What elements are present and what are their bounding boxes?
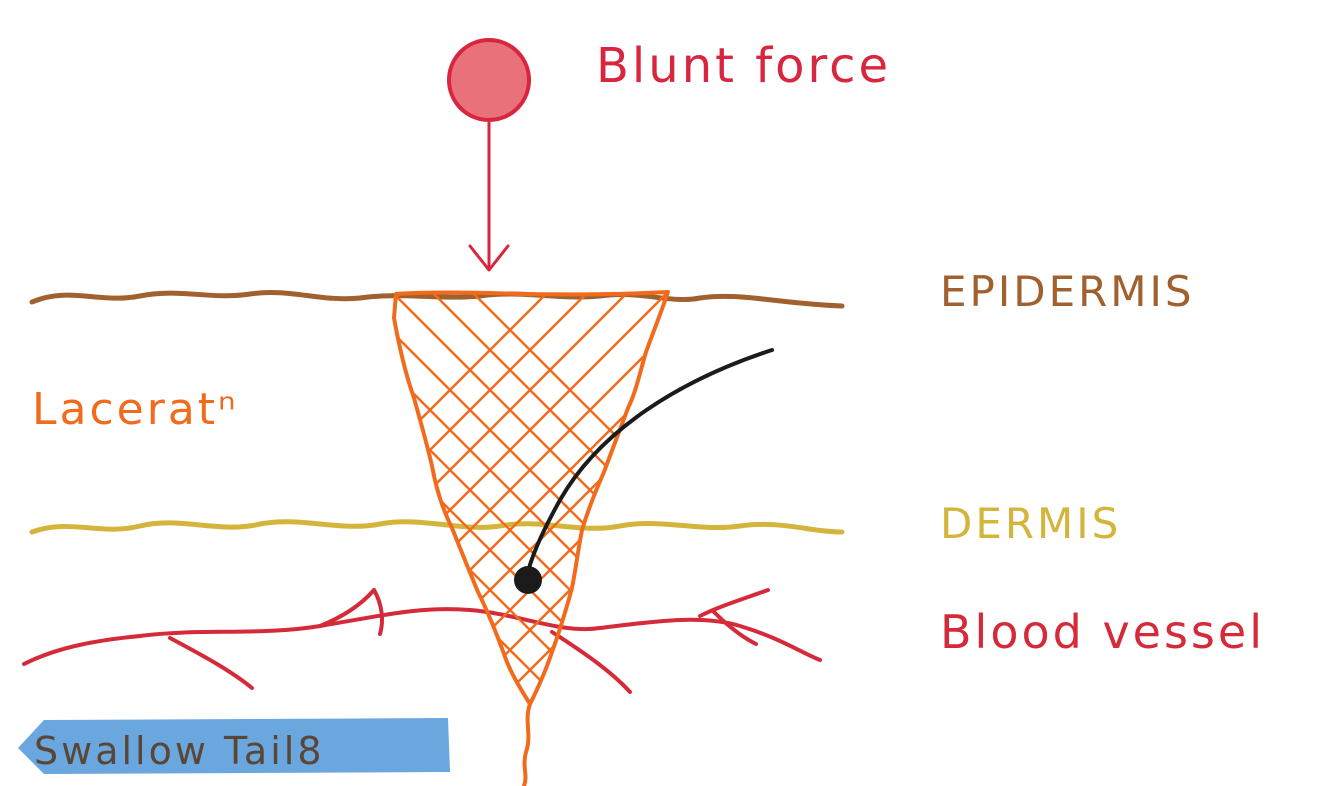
pointer-dot [514, 566, 542, 594]
blood-vessel-network [24, 590, 820, 692]
epidermis-line [32, 292, 842, 306]
epidermis-label: EPIDERMIS [940, 267, 1195, 316]
blunt-force-label: Blunt force [596, 38, 891, 94]
swallow-tail-label: Swallow Tail8 [34, 729, 325, 773]
dermis-line [32, 522, 842, 532]
laceration-label: Laceratⁿ [32, 384, 239, 435]
blunt-force-circle [449, 40, 529, 120]
blood-vessel-label: Blood vessel [940, 605, 1265, 659]
dermis-label: DERMIS [940, 499, 1121, 548]
